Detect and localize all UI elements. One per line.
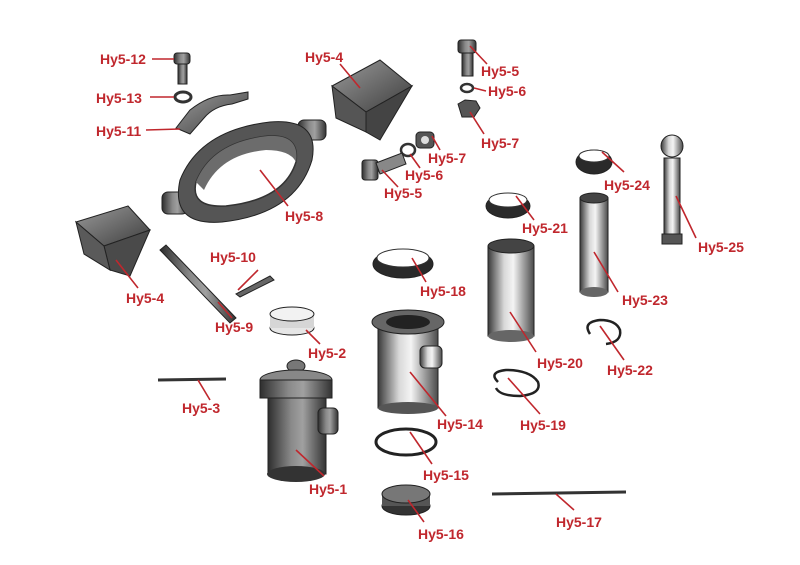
part-labels: Hy5-12 Hy5-13 Hy5-11 Hy5-4 Hy5-5 Hy5-6 H… xyxy=(96,49,744,542)
washer-hy5-6-top xyxy=(459,82,475,94)
o-ring-hy5-15 xyxy=(374,427,438,457)
snap-ring-hy5-19 xyxy=(493,368,540,398)
label-hy5-11: Hy5-11 xyxy=(96,123,141,139)
bolt-hy5-5-top xyxy=(457,39,477,77)
bracket-hy5-4-left xyxy=(74,205,151,277)
leader-lines xyxy=(115,45,697,523)
bolt-hy5-5-mid xyxy=(361,152,407,181)
label-hy5-16: Hy5-16 xyxy=(418,526,464,542)
washer-hy5-6-mid xyxy=(399,142,417,158)
label-hy5-10: Hy5-10 xyxy=(210,249,256,265)
bracket-hy5-4-top xyxy=(331,59,414,141)
label-hy5-9: Hy5-9 xyxy=(215,319,253,335)
label-hy5-13: Hy5-13 xyxy=(96,90,142,106)
cap-hy5-2 xyxy=(269,306,315,336)
ring-hy5-24 xyxy=(575,149,613,175)
label-hy5-14: Hy5-14 xyxy=(437,416,483,432)
label-hy5-5-mid: Hy5-5 xyxy=(384,185,422,201)
label-hy5-6-mid: Hy5-6 xyxy=(405,167,443,183)
label-hy5-18: Hy5-18 xyxy=(420,283,466,299)
label-hy5-8: Hy5-8 xyxy=(285,208,323,224)
nut-hy5-7-top xyxy=(457,99,481,118)
yoke-hy5-8 xyxy=(161,119,327,223)
plunger-hy5-25 xyxy=(660,134,684,245)
label-hy5-6-top: Hy5-6 xyxy=(488,83,526,99)
rod-hy5-17 xyxy=(491,490,627,496)
sleeve-hy5-23 xyxy=(579,192,609,297)
bolt-hy5-12 xyxy=(173,52,191,85)
label-hy5-20: Hy5-20 xyxy=(537,355,583,371)
label-hy5-22: Hy5-22 xyxy=(607,362,653,378)
rod-hy5-3 xyxy=(157,377,227,382)
label-hy5-4-left: Hy5-4 xyxy=(126,290,164,306)
label-hy5-7-top: Hy5-7 xyxy=(481,135,519,151)
cotter-pin-hy5-10 xyxy=(235,275,275,298)
label-hy5-5-top: Hy5-5 xyxy=(481,63,519,79)
label-hy5-2: Hy5-2 xyxy=(308,345,346,361)
snap-ring-hy5-22 xyxy=(586,318,622,346)
sleeve-hy5-20 xyxy=(487,238,535,342)
label-hy5-7-mid: Hy5-7 xyxy=(428,150,466,166)
label-hy5-25: Hy5-25 xyxy=(698,239,744,255)
clamp-hy5-11 xyxy=(175,91,249,135)
label-hy5-23: Hy5-23 xyxy=(622,292,668,308)
ring-hy5-18 xyxy=(372,248,434,279)
label-hy5-12: Hy5-12 xyxy=(100,51,146,67)
nut-hy5-7-mid xyxy=(415,131,435,149)
label-hy5-15: Hy5-15 xyxy=(423,467,469,483)
washer-hy5-13 xyxy=(173,90,193,104)
label-hy5-17: Hy5-17 xyxy=(556,514,602,530)
piston-hy5-16 xyxy=(381,484,431,516)
label-hy5-21: Hy5-21 xyxy=(522,220,568,236)
label-hy5-24: Hy5-24 xyxy=(604,177,650,193)
pin-hy5-9 xyxy=(159,244,237,324)
label-hy5-19: Hy5-19 xyxy=(520,417,566,433)
label-hy5-1: Hy5-1 xyxy=(309,481,347,497)
label-hy5-3: Hy5-3 xyxy=(182,400,220,416)
cylinder-hy5-1 xyxy=(259,359,339,482)
label-hy5-4-top: Hy5-4 xyxy=(305,49,343,65)
cylinder-hy5-14 xyxy=(371,309,445,414)
